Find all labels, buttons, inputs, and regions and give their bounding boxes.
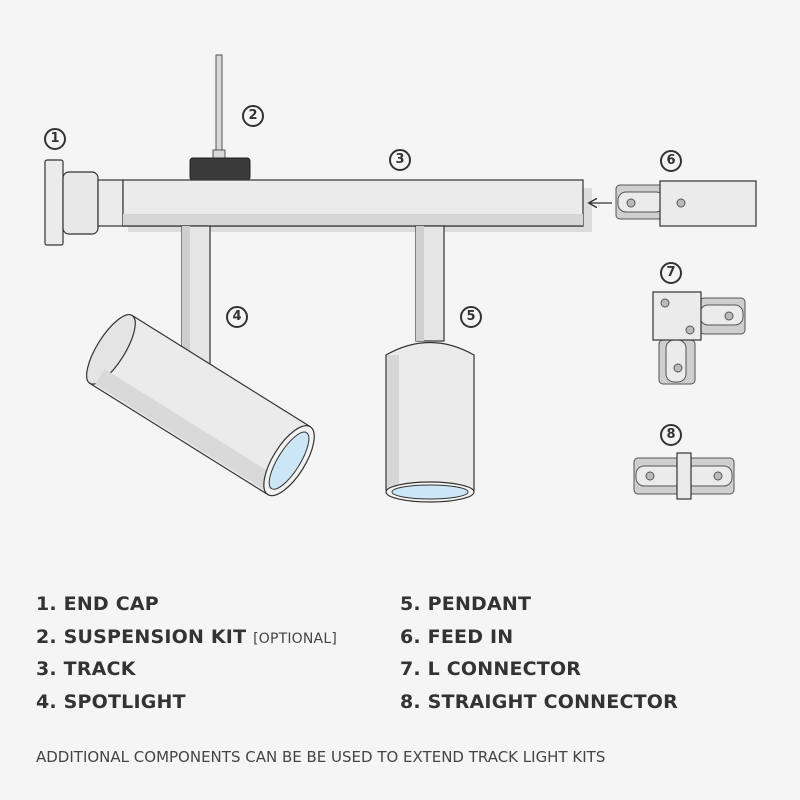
legend-item-straight-connector: 8. STRAIGHT CONNECTOR xyxy=(400,690,678,713)
legend-item-suspension-kit: 2. SUSPENSION KIT [OPTIONAL] xyxy=(36,625,337,648)
callout-6-feed-in: 6 xyxy=(660,150,682,172)
callout-8-straight-connector: 8 xyxy=(660,424,682,446)
legend-right: 5. PENDANT 6. FEED IN 7. L CONNECTOR 8. … xyxy=(400,588,678,718)
callout-7-l-connector: 7 xyxy=(660,262,682,284)
track-light-diagram xyxy=(44,54,757,503)
legend-left: 1. END CAP 2. SUSPENSION KIT [OPTIONAL] … xyxy=(36,588,337,718)
feed-in xyxy=(615,180,757,227)
callout-3-track: 3 xyxy=(389,149,411,171)
legend-item-spotlight: 4. SPOTLIGHT xyxy=(36,690,186,713)
straight-connector xyxy=(633,452,735,500)
spotlight xyxy=(86,225,315,497)
suspension-kit xyxy=(189,54,251,181)
end-cap xyxy=(44,159,124,246)
footnote: ADDITIONAL COMPONENTS CAN BE BE USED TO … xyxy=(36,748,606,766)
legend-item-end-cap: 1. END CAP xyxy=(36,593,159,615)
pendant xyxy=(385,225,475,503)
legend-item-pendant: 5. PENDANT xyxy=(400,593,532,615)
track xyxy=(122,179,592,232)
callout-4-spotlight: 4 xyxy=(226,306,248,328)
l-connector xyxy=(652,291,746,385)
optional-note: [OPTIONAL] xyxy=(253,630,337,647)
callout-1-end-cap: 1 xyxy=(44,128,66,150)
legend-item-feed-in: 6. FEED IN xyxy=(400,625,514,648)
legend-item-l-connector: 7. L CONNECTOR xyxy=(400,658,582,680)
callout-2-suspension-kit: 2 xyxy=(242,105,264,127)
callout-5-pendant: 5 xyxy=(460,306,482,328)
legend-item-track: 3. TRACK xyxy=(36,658,136,680)
